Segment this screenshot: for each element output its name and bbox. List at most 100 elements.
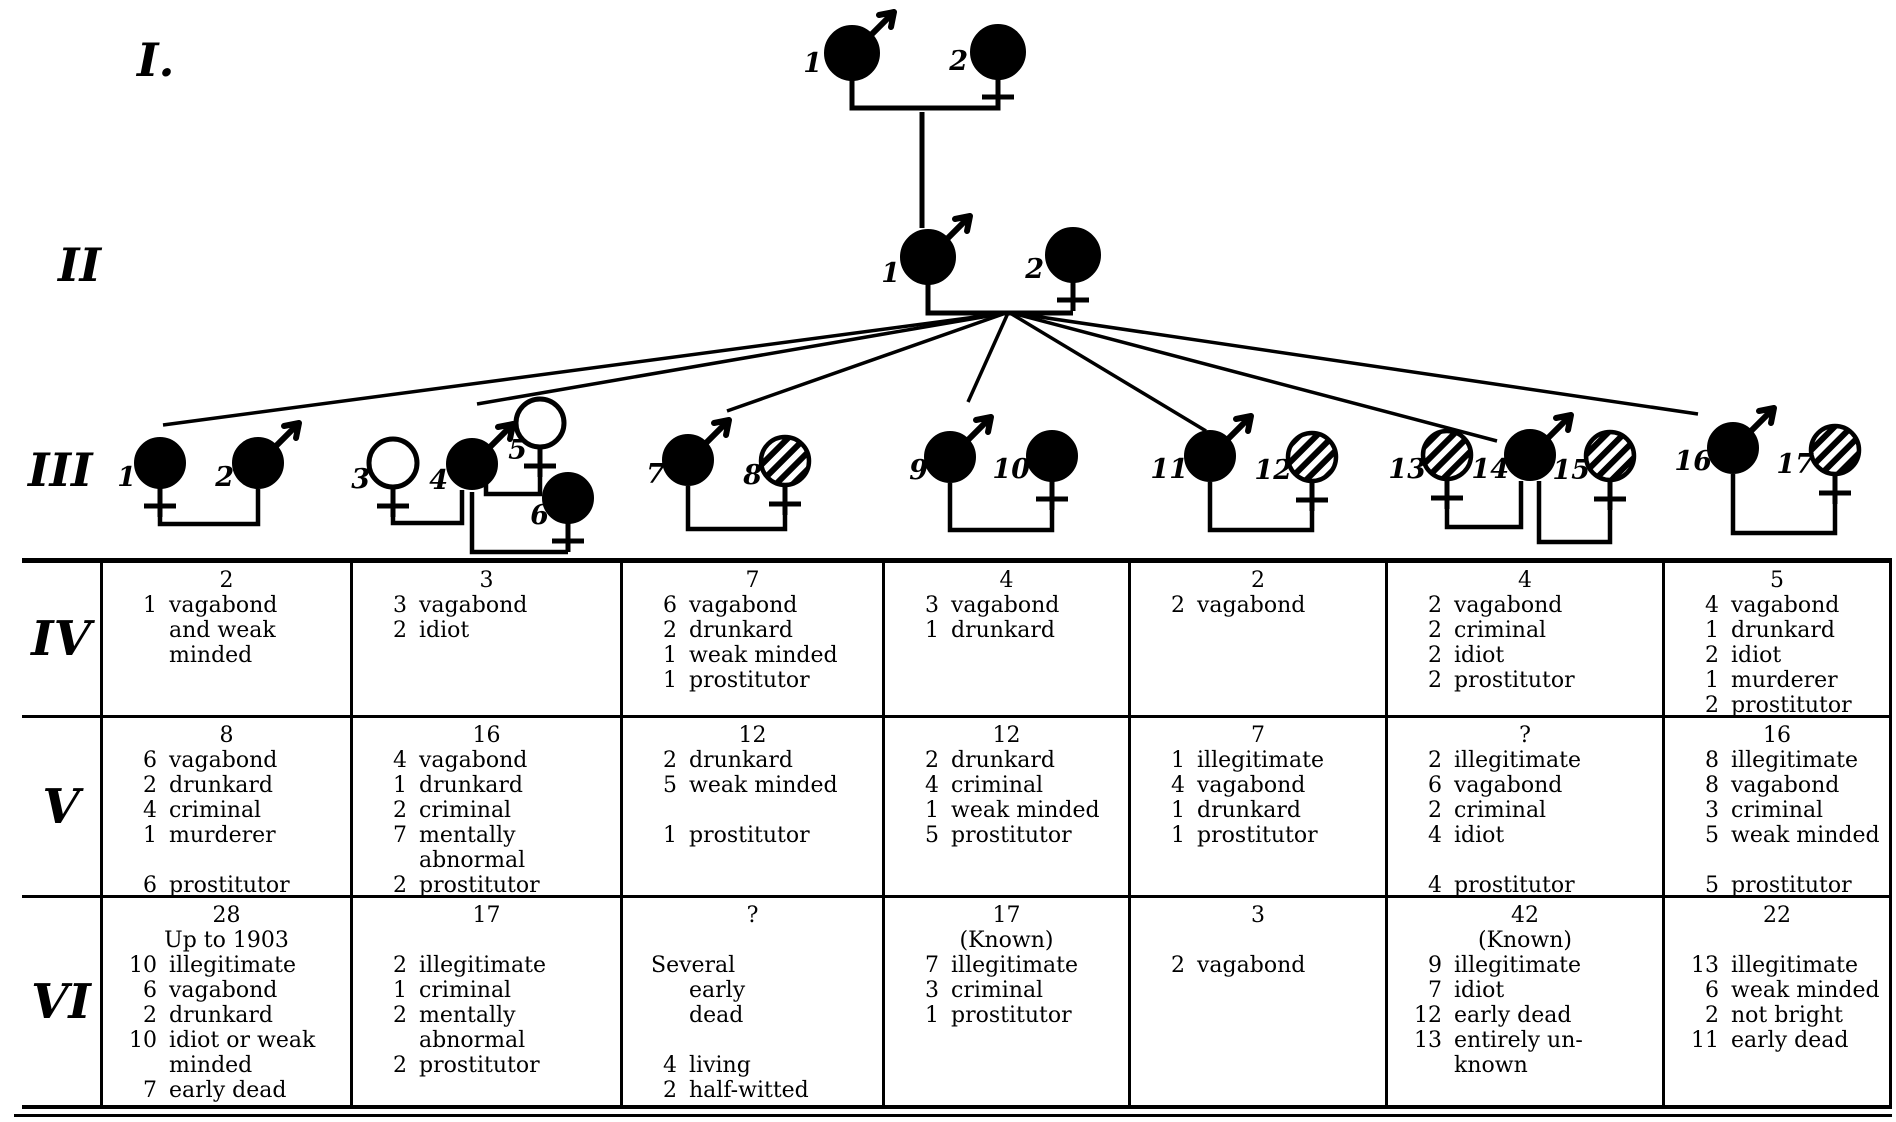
individual-number: 1	[803, 48, 822, 79]
fan-line	[1012, 311, 1699, 416]
individual-i-2: 2	[948, 24, 1026, 108]
individual-number: 7	[646, 459, 665, 490]
cell-line-text: vagabond	[689, 593, 798, 618]
cell-count-header: 5	[1770, 568, 1784, 593]
cell-line: (Known)	[891, 928, 1122, 953]
cell-line-count: 6	[143, 748, 157, 773]
individual-iii-6: 6	[530, 472, 594, 552]
cell-line-text: illegitimate	[419, 953, 546, 978]
individual-iii-13: 13	[1388, 428, 1474, 509]
individual-number: 9	[909, 455, 928, 486]
cell-line-text: weak minded	[689, 643, 838, 668]
circle-solid-male	[232, 437, 284, 489]
cell-line-count: 2	[1705, 1003, 1719, 1028]
cell-line-count: 1	[1171, 823, 1185, 848]
circle-solid-female	[1026, 430, 1078, 482]
cell-line-count	[375, 848, 407, 873]
cell-line-count: 13	[1691, 953, 1719, 978]
cell-line-text: weak minded	[1731, 978, 1880, 1003]
cell-line-count: 7	[1428, 978, 1442, 1003]
cell-line-count: 3	[925, 978, 939, 1003]
cell-line-count: 6	[663, 593, 677, 618]
cell-line-count	[125, 618, 157, 643]
cell-line-count: 2	[925, 748, 939, 773]
cell-line-text: prostitutor	[689, 668, 810, 693]
cell-line-count: 3	[925, 593, 939, 618]
individual-number: 5	[508, 435, 527, 466]
cell-line-text: drunkard	[689, 618, 793, 643]
marriage-line-1-2	[157, 489, 261, 527]
cell-line-text: criminal	[951, 978, 1044, 1003]
cell-line: minded	[125, 1053, 344, 1078]
cell-line: early	[645, 978, 876, 1003]
male-arrow-icon	[1228, 416, 1251, 439]
cell-line-text: minded	[169, 1053, 253, 1078]
male-arrow-icon	[947, 216, 970, 239]
generation-i-label: I.	[135, 33, 175, 87]
male-arrow-icon	[276, 423, 299, 446]
individual-iii-7: 7	[646, 420, 729, 490]
cell-blank-line	[125, 848, 344, 873]
cell-line-count: 9	[1428, 953, 1442, 978]
cell-line-text: mentally	[419, 1003, 516, 1028]
individual-iii-15: 15	[1552, 429, 1637, 510]
cell-line-count: 5	[663, 773, 677, 798]
cell-line-count: 5	[1705, 873, 1719, 895]
cell-line-count: 4	[1705, 593, 1719, 618]
cell-line-text: (Known)	[1477, 928, 1572, 953]
cell-line-text: vagabond	[1197, 773, 1306, 798]
row-label-v: V	[22, 715, 100, 895]
cell-line-text: idiot	[1454, 978, 1505, 1003]
cell-line-count: 7	[925, 953, 939, 978]
cell-line-count: 3	[393, 593, 407, 618]
cell-line-count: 1	[1171, 798, 1185, 823]
cell-count-header: 22	[1763, 903, 1791, 928]
marriage-line-gen1	[849, 80, 1001, 111]
cell-line: 7 idiot	[1410, 978, 1656, 1003]
individual-number: 2	[214, 462, 234, 493]
cell-count-header: 7	[745, 568, 760, 593]
cell-line-text: illegitimate	[1197, 748, 1324, 773]
cell-count-header: 2	[1251, 568, 1265, 593]
cell-count-header: 8	[219, 723, 234, 748]
individual-number: 12	[1254, 455, 1292, 486]
cell-line-text: prostitutor	[689, 823, 810, 848]
individual-number: 17	[1776, 449, 1814, 480]
cell-count-header: 3	[479, 568, 494, 593]
female-cross-icon	[1296, 481, 1328, 511]
cell-line: 4 vagabond	[1153, 773, 1379, 798]
cell-line-count: 12	[1414, 1003, 1442, 1028]
individual-number: 10	[992, 454, 1030, 485]
cell-line-text: idiot	[419, 618, 470, 643]
cell-line-count: 6	[1705, 978, 1719, 1003]
cell-line-count: 4	[1171, 773, 1185, 798]
cell-count-header: ?	[1519, 723, 1531, 748]
cell-line-count: 1	[1171, 748, 1185, 773]
cell-line-text: vagabond	[169, 978, 278, 1003]
